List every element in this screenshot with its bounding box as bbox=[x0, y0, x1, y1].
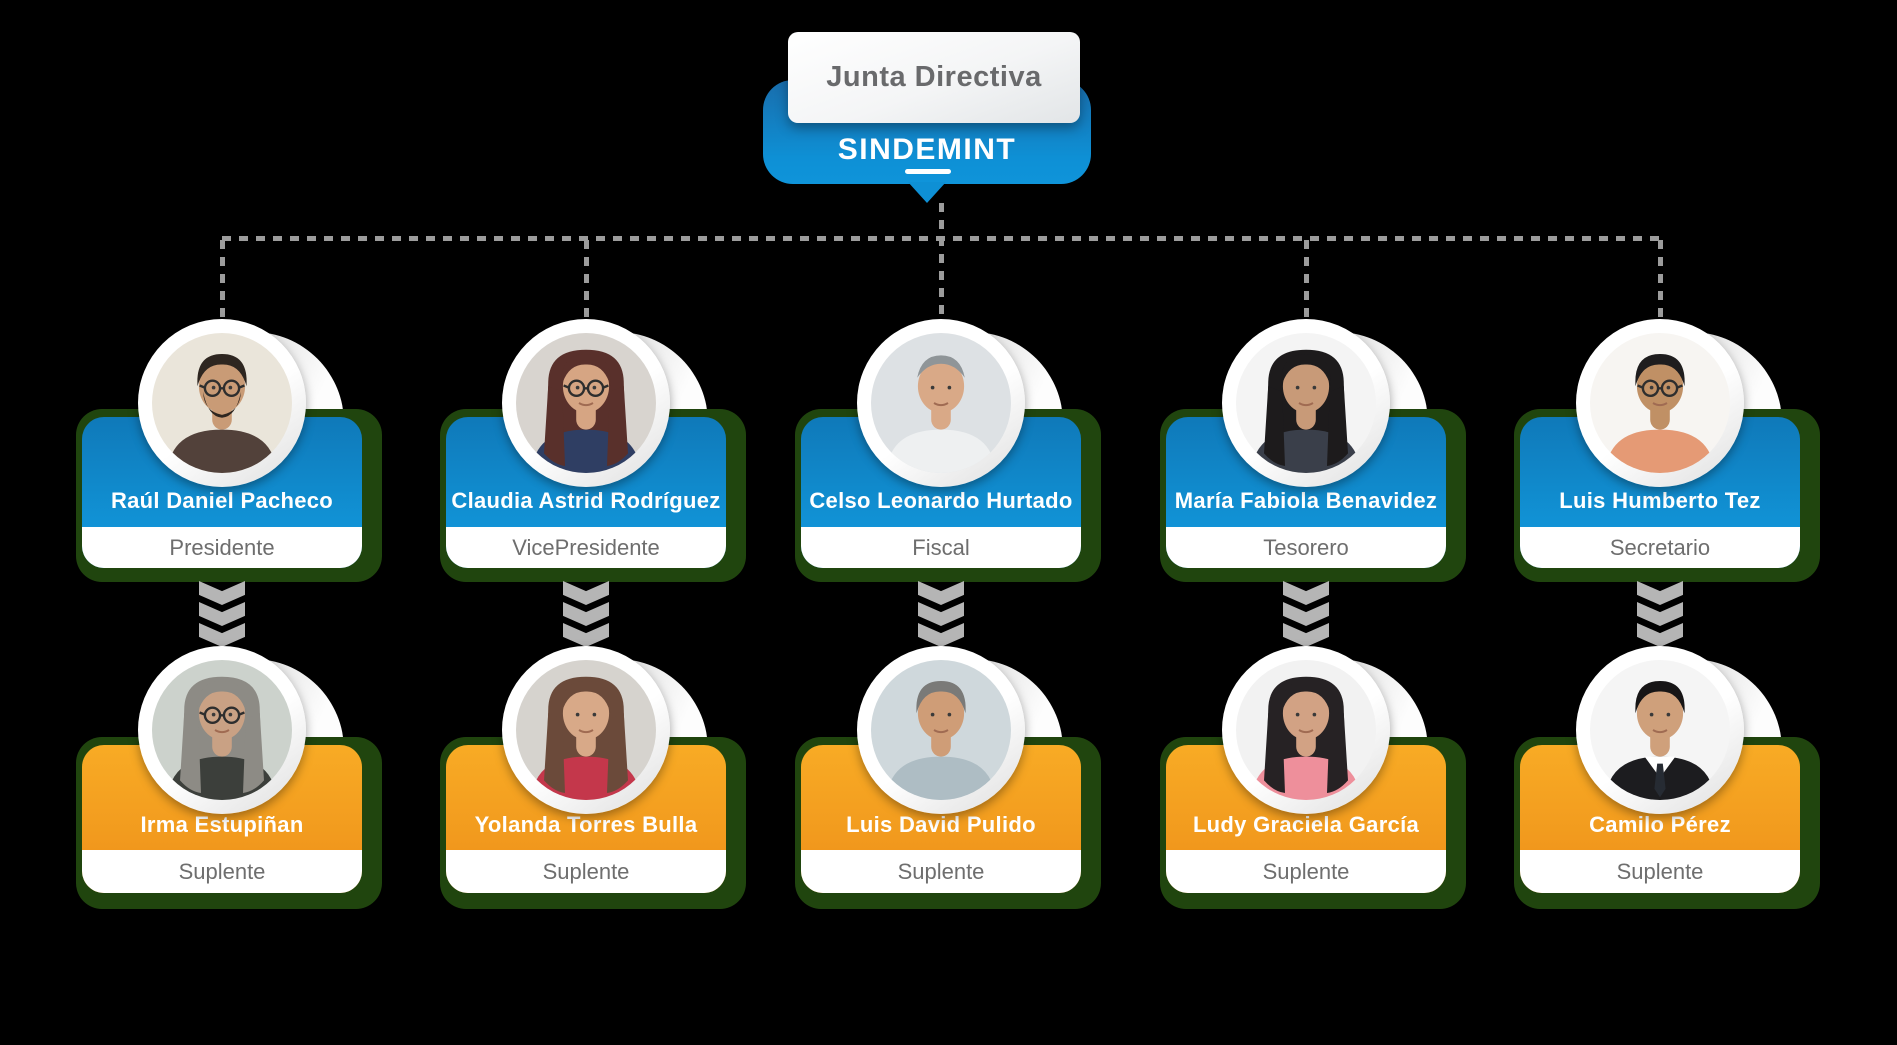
member-name-area: Celso Leonardo Hurtado bbox=[801, 417, 1081, 527]
member-name: Luis David Pulido bbox=[846, 812, 1036, 837]
member-photo bbox=[1222, 319, 1390, 487]
page-title: Junta Directiva bbox=[826, 61, 1042, 93]
member-role: VicePresidente bbox=[512, 534, 660, 560]
member-name: Luis Humberto Tez bbox=[1559, 488, 1761, 513]
member-role: Suplente bbox=[897, 858, 985, 884]
member-role: Suplente bbox=[178, 858, 266, 884]
member-name-area: María Fabiola Benavidez bbox=[1166, 417, 1446, 527]
member-name-area: Yolanda Torres Bulla bbox=[446, 745, 726, 850]
member-name: Camilo Pérez bbox=[1589, 812, 1731, 837]
member-role-area: Tesorero bbox=[1166, 527, 1446, 568]
connector-vertical-dashed-line bbox=[1658, 240, 1663, 318]
member-name: María Fabiola Benavidez bbox=[1174, 488, 1438, 513]
member-name: Irma Estupiñan bbox=[140, 812, 304, 837]
member-photo bbox=[1576, 319, 1744, 487]
member-role: Suplente bbox=[1616, 858, 1704, 884]
connector-vertical-dashed-line bbox=[220, 240, 225, 318]
member-role-area: Suplente bbox=[1166, 850, 1446, 893]
member-role: Fiscal bbox=[912, 534, 970, 560]
chevron-down-icon bbox=[1283, 623, 1329, 647]
member-name-area: Claudia Astrid Rodríguez bbox=[446, 417, 726, 527]
member-name-area: Luis Humberto Tez bbox=[1520, 417, 1800, 527]
org-name: SINDEMINT bbox=[837, 133, 1017, 166]
member-role-area: Suplente bbox=[801, 850, 1081, 893]
member-photo bbox=[857, 646, 1025, 814]
member-name-area: Raúl Daniel Pacheco bbox=[82, 417, 362, 527]
member-role-area: Suplente bbox=[446, 850, 726, 893]
member-name: Celso Leonardo Hurtado bbox=[809, 488, 1073, 513]
member-card-principal: Raúl Daniel Pacheco Presidente bbox=[82, 417, 362, 568]
member-name: Claudia Astrid Rodríguez bbox=[451, 488, 721, 513]
chevron-down-icon bbox=[918, 623, 964, 647]
member-role: Tesorero bbox=[1263, 534, 1349, 560]
member-role: Suplente bbox=[542, 858, 630, 884]
member-photo bbox=[138, 646, 306, 814]
member-photo bbox=[857, 319, 1025, 487]
chevron-down-icon bbox=[199, 602, 245, 626]
chevron-down-icon bbox=[1283, 602, 1329, 626]
connector-vertical-dashed-line bbox=[1304, 240, 1309, 318]
header-bubble-tail bbox=[908, 182, 946, 203]
member-role: Secretario bbox=[1609, 534, 1711, 560]
member-card-principal: Luis Humberto Tez Secretario bbox=[1520, 417, 1800, 568]
member-role-area: Suplente bbox=[82, 850, 362, 893]
org-column-fiscal: Celso Leonardo Hurtado Fiscal Luis David… bbox=[781, 0, 1101, 1045]
member-name: Yolanda Torres Bulla bbox=[474, 812, 698, 837]
chevron-down-icon bbox=[563, 581, 609, 605]
member-name: Raúl Daniel Pacheco bbox=[110, 488, 334, 513]
org-name-underline bbox=[905, 169, 951, 174]
org-column-tesorero: María Fabiola Benavidez Tesorero Ludy Gr… bbox=[1146, 0, 1466, 1045]
connector-vertical-dashed-line bbox=[584, 240, 589, 318]
org-column-vicepresidente: Claudia Astrid Rodríguez VicePresidente … bbox=[426, 0, 746, 1045]
chevron-down-icon bbox=[563, 602, 609, 626]
chevron-down-icon bbox=[918, 602, 964, 626]
member-role-area: Presidente bbox=[82, 527, 362, 568]
header-title-card: Junta Directiva bbox=[788, 32, 1080, 123]
member-photo bbox=[502, 319, 670, 487]
member-role: Presidente bbox=[169, 534, 275, 560]
member-role: Suplente bbox=[1262, 858, 1350, 884]
member-name-area: Luis David Pulido bbox=[801, 745, 1081, 850]
chevron-down-icon bbox=[1637, 602, 1683, 626]
member-name: Ludy Graciela García bbox=[1192, 812, 1420, 837]
org-column-presidente: Raúl Daniel Pacheco Presidente Irma Estu… bbox=[62, 0, 382, 1045]
member-role-area: Suplente bbox=[1520, 850, 1800, 893]
member-role-area: Secretario bbox=[1520, 527, 1800, 568]
member-name-area: Camilo Pérez bbox=[1520, 745, 1800, 850]
member-card-suplente: Irma Estupiñan Suplente bbox=[82, 745, 362, 893]
member-name-area: Irma Estupiñan bbox=[82, 745, 362, 850]
chevron-down-icon bbox=[1637, 623, 1683, 647]
member-photo bbox=[138, 319, 306, 487]
org-column-secretario: Luis Humberto Tez Secretario Camilo Pére… bbox=[1500, 0, 1820, 1045]
chevron-down-icon bbox=[563, 623, 609, 647]
chevron-down-icon bbox=[199, 581, 245, 605]
chevron-down-icon bbox=[1637, 581, 1683, 605]
member-role-area: VicePresidente bbox=[446, 527, 726, 568]
chevron-down-icon bbox=[1283, 581, 1329, 605]
chevron-down-icon bbox=[199, 623, 245, 647]
member-role-area: Fiscal bbox=[801, 527, 1081, 568]
connector-vertical-dashed-line bbox=[939, 203, 944, 318]
member-photo bbox=[1222, 646, 1390, 814]
member-photo bbox=[502, 646, 670, 814]
chevron-down-icon bbox=[918, 581, 964, 605]
member-photo bbox=[1576, 646, 1744, 814]
member-name-area: Ludy Graciela García bbox=[1166, 745, 1446, 850]
